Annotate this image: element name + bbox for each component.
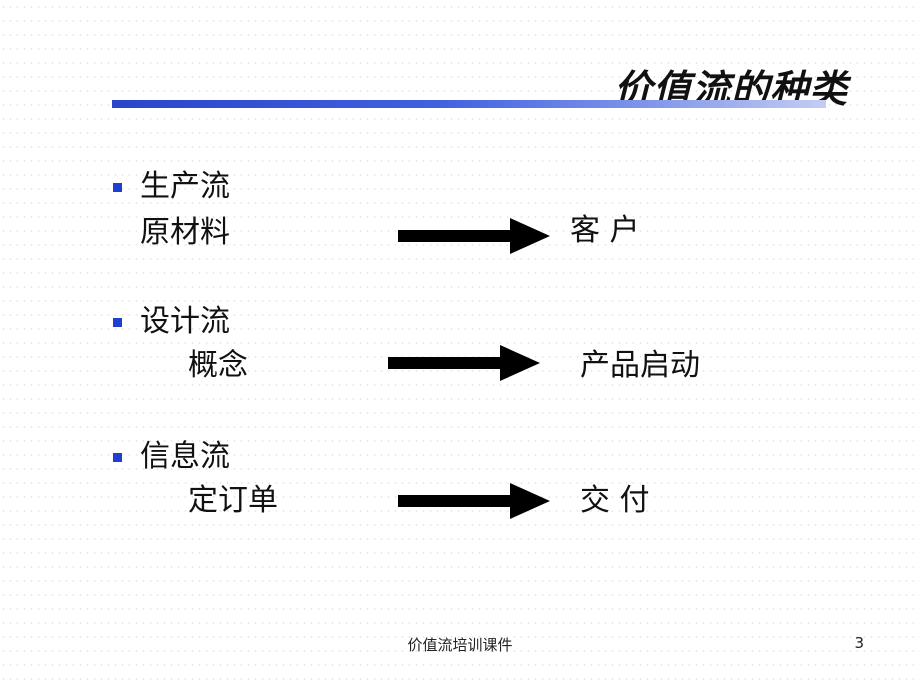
page-number: 3	[854, 634, 864, 652]
bullet-2	[113, 318, 122, 327]
item-2-to: 产品启动	[580, 348, 700, 383]
item-2-name: 设计流	[140, 304, 230, 339]
item-2-from: 概念	[188, 348, 248, 383]
title-underline-bar	[112, 100, 826, 108]
item-1-from: 原材料	[140, 215, 230, 250]
footer-text: 价值流培训课件	[407, 636, 513, 654]
item-3-to: 交 付	[580, 483, 650, 518]
item-3-name: 信息流	[140, 439, 230, 474]
bullet-1	[113, 183, 122, 192]
arrow-right-icon	[388, 345, 540, 381]
arrow-right-icon	[398, 483, 550, 519]
arrow-right-icon	[398, 218, 550, 254]
item-1-name: 生产流	[140, 169, 230, 204]
item-3-from: 定订单	[188, 483, 278, 518]
item-1-to: 客 户	[570, 213, 640, 248]
bullet-3	[113, 453, 122, 462]
